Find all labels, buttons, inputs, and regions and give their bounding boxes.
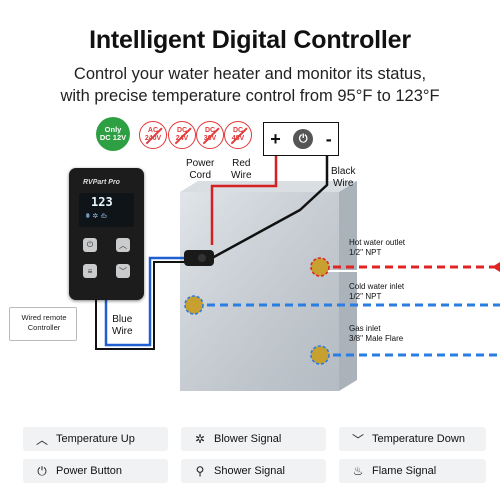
wired-remote-label: Wired remote Controller: [13, 313, 75, 333]
legend-temperature-up: ︿ Temperature Up: [23, 427, 168, 451]
badge-no2-line2: 24V: [175, 135, 189, 142]
wired-line2: Controller: [27, 323, 61, 332]
power-cord-line1: Power: [186, 158, 215, 169]
plus-terminal: +: [270, 128, 281, 149]
wired-line1: Wired remote: [21, 313, 67, 322]
controller-down-button[interactable]: ﹀: [116, 264, 130, 278]
shower-icon: ⚲: [195, 464, 205, 478]
hot-water-outlet-label: Hot water outlet 1/2'' NPT: [349, 238, 405, 258]
badge-no4-line2: 48V: [231, 135, 245, 142]
gas-pipe: [310, 345, 500, 365]
cold-water-pipe: [184, 295, 500, 315]
power-cord-line2: Cord: [189, 170, 212, 181]
legend-label: Temperature Down: [372, 433, 465, 445]
page-title: Intelligent Digital Controller: [89, 26, 411, 54]
controller-black-wire: [95, 261, 192, 350]
water-heater-body: [180, 181, 357, 391]
badge-ok-line1: Only: [104, 125, 122, 134]
subtitle-line-1: Control your water heater and monitor it…: [73, 65, 427, 83]
black-wire: [211, 156, 329, 260]
blue-wire: [104, 256, 192, 347]
subtitle: Control your water heater and monitor it…: [0, 63, 500, 107]
black-wire-line2: Wire: [332, 178, 354, 189]
remote-controller: RVPart Pro 123 ⩩✲♨ ⏻ ︿ ≡ ﹀: [69, 168, 144, 300]
badge-no3-line2: 36V: [203, 135, 217, 142]
legend-label: Shower Signal: [214, 465, 285, 477]
controller-status-icons: ⩩✲♨: [86, 213, 111, 220]
legend-label: Blower Signal: [214, 433, 282, 445]
badge-no2-line1: DC: [176, 127, 188, 134]
cold-water-inlet-label: Cold water inlet 1/2'' NPT: [349, 282, 404, 302]
power-cord-label: Power Cord: [186, 158, 214, 182]
legend-label: Flame Signal: [372, 465, 437, 477]
legend-power-button: ⏻ Power Button: [23, 459, 168, 483]
controller-temperature: 123: [91, 195, 113, 209]
blue-wire-label: Blue Wire: [112, 314, 133, 338]
power-icon: ⏻: [37, 463, 47, 478]
legend-temperature-down: ﹀ Temperature Down: [339, 427, 486, 451]
gas-line2: 3/8'' Male Flare: [349, 334, 404, 343]
legend-blower-signal: ✲ Blower Signal: [181, 427, 326, 451]
black-wire-line1: Black: [331, 166, 356, 177]
power-icon: ⏻: [293, 129, 314, 149]
controller-screen: [79, 193, 134, 227]
minus-terminal: -: [325, 128, 332, 149]
controller-up-button[interactable]: ︿: [116, 238, 130, 252]
red-wire: [210, 156, 278, 245]
legend-shower-signal: ⚲ Shower Signal: [181, 459, 326, 483]
hot-line2: 1/2'' NPT: [349, 248, 382, 257]
red-wire-line2: Wire: [231, 170, 252, 181]
controller-power-button[interactable]: ⏻: [83, 238, 97, 252]
badge-no1-line1: AC: [147, 127, 159, 134]
gas-inlet-label: Gas inlet 3/8'' Male Flare: [349, 324, 403, 344]
badge-no4-line1: DC: [232, 127, 244, 134]
chevron-down-icon: ﹀: [351, 432, 364, 447]
cold-line1: Cold water inlet: [349, 282, 405, 291]
blower-icon: ✲: [194, 432, 206, 446]
hot-line1: Hot water outlet: [349, 238, 406, 247]
black-wire-label: Black Wire: [331, 166, 355, 190]
legend-label: Temperature Up: [56, 433, 135, 445]
cold-line2: 1/2'' NPT: [349, 292, 382, 301]
blue-wire-line2: Wire: [112, 326, 133, 337]
legend-flame-signal: ♨ Flame Signal: [339, 459, 486, 483]
hot-water-pipe: [310, 257, 500, 277]
red-wire-label: Red Wire: [231, 158, 252, 182]
badge-no1-line2: 240V: [144, 135, 162, 142]
chevron-up-icon: ︿: [35, 432, 48, 447]
flame-icon: ♨: [352, 464, 364, 478]
legend-label: Power Button: [56, 465, 123, 477]
controller-brand: RVPart Pro: [83, 179, 120, 186]
badge-no3-line1: DC: [204, 127, 216, 134]
subtitle-line-2: with precise temperature control from 95…: [60, 87, 440, 105]
gas-line1: Gas inlet: [349, 324, 381, 333]
badge-ok-line2: DC 12V: [99, 133, 127, 142]
blue-wire-line1: Blue: [112, 314, 133, 325]
wired-remote-label-box: [9, 307, 77, 341]
controller-mode-button[interactable]: ≡: [83, 264, 97, 278]
power-terminal: + ⏻ -: [263, 122, 339, 156]
red-wire-line1: Red: [232, 158, 251, 169]
